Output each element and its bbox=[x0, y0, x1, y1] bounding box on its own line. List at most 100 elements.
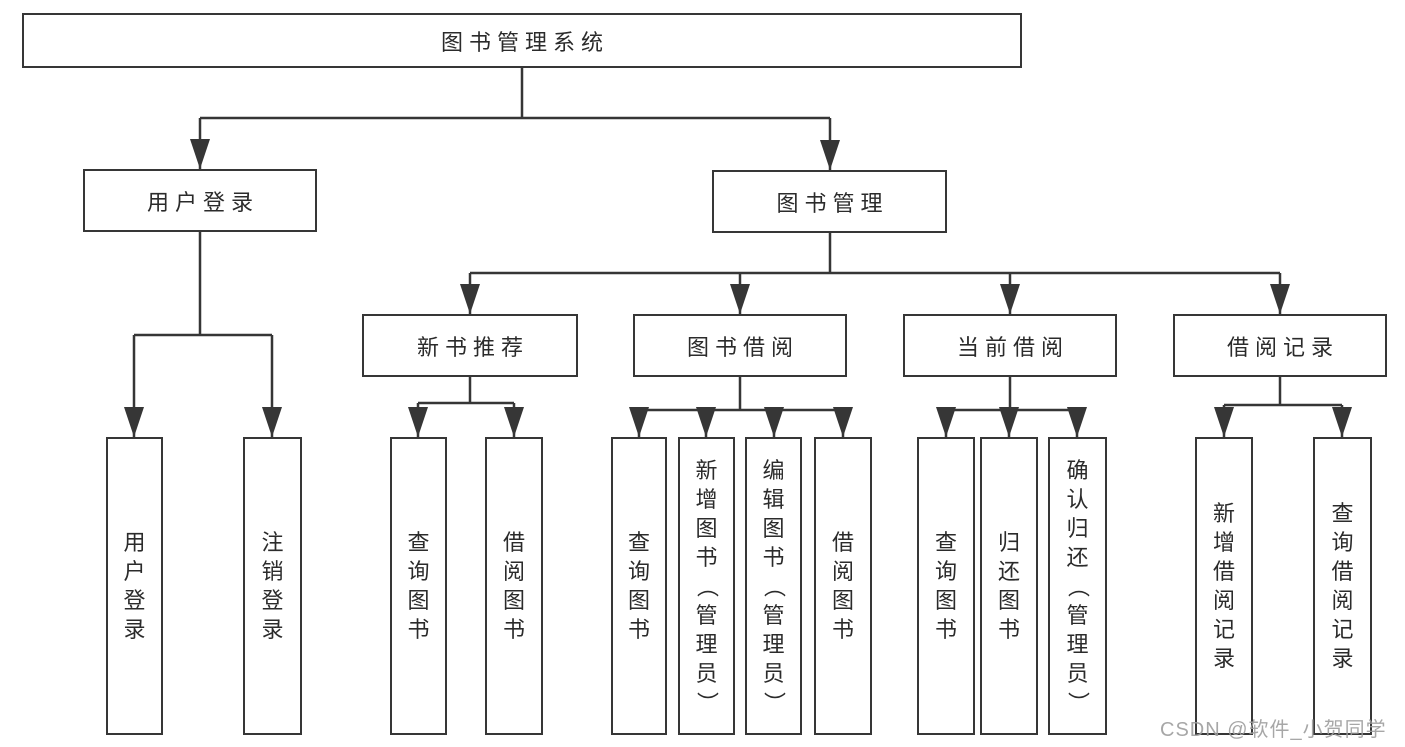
vertical-char: 借 bbox=[1331, 559, 1354, 584]
node-user-login: 用户登录 bbox=[83, 169, 317, 232]
vertical-char: 书 bbox=[502, 617, 525, 642]
vertical-char: 借 bbox=[1212, 559, 1235, 584]
vertical-char: 借 bbox=[831, 530, 854, 555]
vertical-char: 询 bbox=[627, 559, 650, 584]
leaf-recommend-borrow-books: 借阅图书 bbox=[485, 437, 543, 735]
vertical-char: 管 bbox=[695, 602, 718, 628]
node-label: 归还图书 bbox=[997, 528, 1021, 644]
vertical-char: 图 bbox=[407, 588, 430, 613]
vertical-char: 询 bbox=[1331, 530, 1354, 555]
vertical-char: 确 bbox=[1066, 457, 1089, 483]
vertical-char: 查 bbox=[934, 530, 957, 555]
vertical-char: 图 bbox=[695, 515, 718, 541]
node-label: 图书管理系统 bbox=[440, 29, 609, 55]
node-label: 查询图书 bbox=[934, 528, 958, 644]
node-label: 借阅记录 bbox=[1226, 334, 1339, 360]
vertical-char: ） bbox=[694, 690, 719, 713]
vertical-char: 员 bbox=[695, 660, 718, 686]
leaf-add-book-admin: 新增图书（管理员） bbox=[678, 437, 735, 735]
vertical-char: 登 bbox=[123, 588, 146, 613]
vertical-char: ） bbox=[761, 690, 786, 713]
vertical-char: 记 bbox=[1212, 617, 1235, 642]
node-label: 查询图书 bbox=[627, 528, 651, 644]
node-label: 借阅图书 bbox=[831, 528, 855, 644]
vertical-char: 增 bbox=[695, 486, 718, 512]
vertical-char: 管 bbox=[1066, 602, 1089, 628]
vertical-char: 新 bbox=[1212, 501, 1235, 526]
leaf-user-login: 用户登录 bbox=[106, 437, 163, 735]
vertical-char: 认 bbox=[1066, 486, 1089, 512]
node-new-book-recommendation: 新书推荐 bbox=[362, 314, 578, 377]
vertical-char: 书 bbox=[934, 617, 957, 642]
vertical-char: 还 bbox=[997, 559, 1020, 584]
vertical-char: 书 bbox=[627, 617, 650, 642]
leaf-borrow-query-books: 查询图书 bbox=[611, 437, 667, 735]
csdn-watermark: CSDN @软件_小贺同学 bbox=[1160, 719, 1387, 741]
leaf-current-query-books: 查询图书 bbox=[917, 437, 975, 735]
leaf-confirm-return-admin: 确认归还（管理员） bbox=[1048, 437, 1107, 735]
node-label: 借阅图书 bbox=[502, 528, 526, 644]
vertical-char: 录 bbox=[261, 617, 284, 642]
leaf-query-borrow-record: 查询借阅记录 bbox=[1313, 437, 1372, 735]
node-book-borrowing: 图书借阅 bbox=[633, 314, 847, 377]
vertical-char: 图 bbox=[627, 588, 650, 613]
vertical-char: 归 bbox=[1066, 515, 1089, 541]
node-label: 注销登录 bbox=[261, 528, 285, 644]
node-book-management: 图书管理 bbox=[712, 170, 947, 233]
vertical-char: 还 bbox=[1066, 544, 1089, 570]
vertical-char: 员 bbox=[762, 660, 785, 686]
node-borrowing-records: 借阅记录 bbox=[1173, 314, 1387, 377]
node-label: 新增借阅记录 bbox=[1212, 499, 1236, 673]
node-label: 新书推荐 bbox=[416, 334, 529, 360]
vertical-char: 书 bbox=[407, 617, 430, 642]
vertical-char: 记 bbox=[1331, 617, 1354, 642]
vertical-char: 书 bbox=[831, 617, 854, 642]
leaf-logout: 注销登录 bbox=[243, 437, 302, 735]
leaf-borrow-borrow-books: 借阅图书 bbox=[814, 437, 872, 735]
vertical-char: 录 bbox=[1331, 646, 1354, 671]
vertical-char: 书 bbox=[997, 617, 1020, 642]
vertical-char: （ bbox=[1065, 574, 1090, 597]
node-label: 查询图书 bbox=[407, 528, 431, 644]
vertical-char: 阅 bbox=[1212, 588, 1235, 613]
vertical-char: 图 bbox=[762, 515, 785, 541]
leaf-add-borrow-record: 新增借阅记录 bbox=[1195, 437, 1253, 735]
connector-trunks bbox=[134, 68, 1342, 412]
node-label: 用户登录 bbox=[146, 189, 259, 215]
vertical-char: 理 bbox=[1066, 631, 1089, 657]
node-label: 查询借阅记录 bbox=[1331, 499, 1355, 673]
vertical-char: 书 bbox=[762, 544, 785, 570]
node-label: 图书管理 bbox=[776, 190, 889, 216]
vertical-char: 图 bbox=[502, 588, 525, 613]
vertical-char: 借 bbox=[502, 530, 525, 555]
vertical-char: 注 bbox=[261, 530, 284, 555]
vertical-char: 图 bbox=[934, 588, 957, 613]
vertical-char: 销 bbox=[261, 559, 284, 584]
vertical-char: 归 bbox=[997, 530, 1020, 555]
vertical-char: 登 bbox=[261, 588, 284, 613]
vertical-char: （ bbox=[761, 574, 786, 597]
vertical-char: 询 bbox=[407, 559, 430, 584]
node-label: 当前借阅 bbox=[956, 334, 1069, 360]
vertical-char: 查 bbox=[1331, 501, 1354, 526]
vertical-char: 图 bbox=[997, 588, 1020, 613]
vertical-char: 阅 bbox=[1331, 588, 1354, 613]
vertical-char: ） bbox=[1065, 690, 1090, 713]
node-label: 用户登录 bbox=[123, 528, 147, 644]
vertical-char: 理 bbox=[762, 631, 785, 657]
vertical-char: （ bbox=[694, 574, 719, 597]
leaf-edit-book-admin: 编辑图书（管理员） bbox=[745, 437, 802, 735]
node-label: 确认归还（管理员） bbox=[1065, 456, 1090, 717]
vertical-char: 编 bbox=[762, 457, 785, 483]
vertical-char: 录 bbox=[123, 617, 146, 642]
vertical-char: 书 bbox=[695, 544, 718, 570]
node-label: 新增图书（管理员） bbox=[694, 456, 719, 717]
vertical-char: 户 bbox=[123, 559, 146, 584]
node-label: 编辑图书（管理员） bbox=[761, 456, 786, 717]
vertical-char: 管 bbox=[762, 602, 785, 628]
vertical-char: 图 bbox=[831, 588, 854, 613]
vertical-char: 新 bbox=[695, 457, 718, 483]
vertical-char: 阅 bbox=[502, 559, 525, 584]
node-current-borrowing: 当前借阅 bbox=[903, 314, 1117, 377]
